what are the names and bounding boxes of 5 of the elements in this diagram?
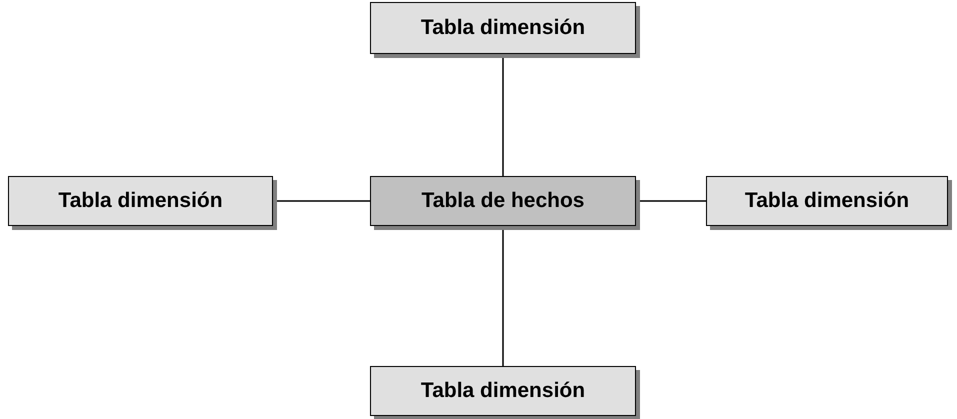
table-label: Tabla dimensión: [420, 16, 586, 40]
table-label: Tabla dimensión: [744, 189, 910, 213]
table-label: Tabla dimensión: [58, 189, 223, 213]
table-label: Tabla dimensión: [420, 379, 586, 403]
table-label: Tabla de hechos: [422, 189, 584, 213]
